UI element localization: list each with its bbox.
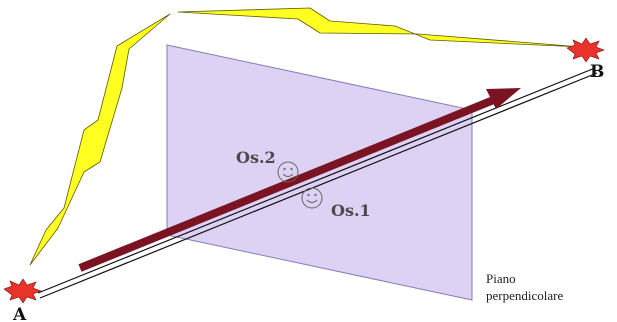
observer-2-label: Os.2 — [236, 148, 276, 167]
observer-1-smiley-icon — [301, 187, 323, 209]
explosion-burst-icon-b — [566, 37, 605, 63]
plane-label-line1: Piano — [486, 271, 516, 286]
observer-1-label: Os.1 — [331, 201, 371, 220]
plane-label-line2: perpendicolare — [486, 288, 563, 303]
lightning-bolt-icon-top — [177, 7, 583, 48]
point-b-label: B — [590, 62, 604, 82]
explosion-burst-icon-a — [3, 278, 42, 304]
lightning-bolt-icon-left — [29, 13, 171, 266]
point-a-label: A — [12, 305, 27, 322]
observer-2-smiley-icon — [277, 161, 299, 183]
motion-arrow — [78, 88, 521, 272]
track-lines — [37, 67, 598, 299]
